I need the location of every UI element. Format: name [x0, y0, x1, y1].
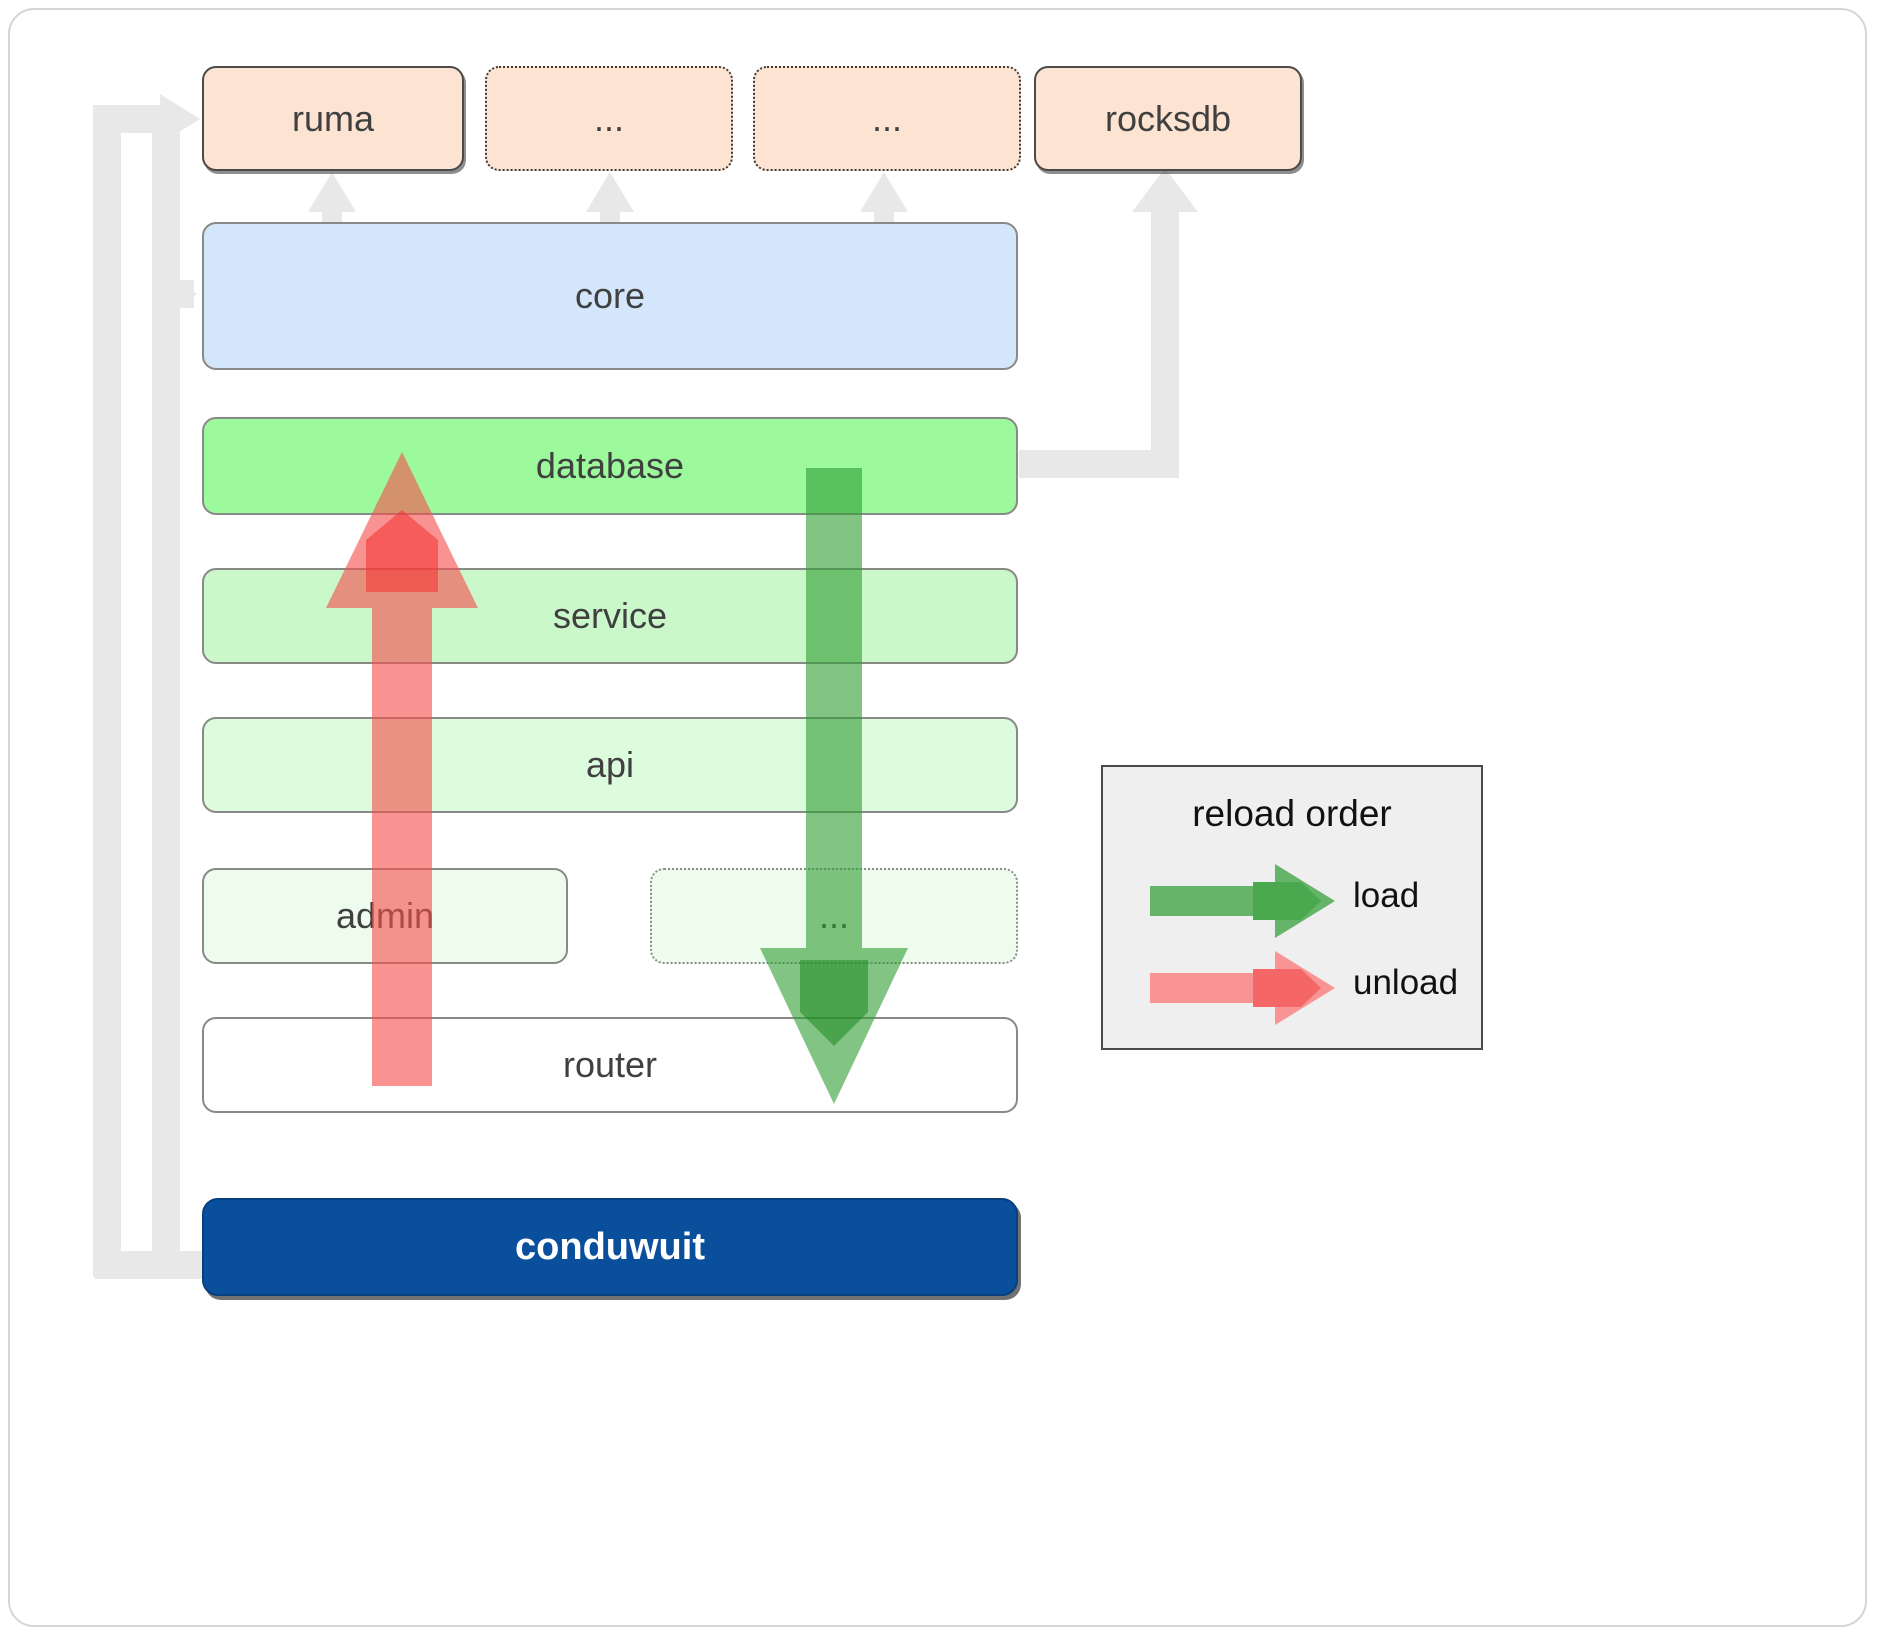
- legend-title: reload order: [1192, 793, 1392, 834]
- layer-box-api[interactable]: api: [202, 717, 1018, 813]
- layer-box-admin[interactable]: admin: [202, 868, 568, 964]
- legend-row-unload: unload: [1103, 949, 1485, 1027]
- layer-box-router[interactable]: router: [202, 1017, 1018, 1113]
- layer-label-api: api: [585, 744, 635, 785]
- legend-row-load: load: [1103, 862, 1485, 940]
- legend-load-arrow-icon: [1150, 864, 1335, 938]
- layer-label-router: router: [562, 1044, 658, 1085]
- dependency-label-rocksdb: rocksdb: [1104, 97, 1232, 139]
- dependency-box-rocksdb[interactable]: rocksdb: [1034, 66, 1302, 171]
- dependency-box-ellipsis-1[interactable]: ...: [485, 66, 733, 171]
- dependency-box-ruma[interactable]: ruma: [202, 66, 464, 171]
- layer-box-ellipsis[interactable]: ...: [650, 868, 1018, 964]
- layer-box-service[interactable]: service: [202, 568, 1018, 664]
- legend-unload-arrow-icon: [1150, 951, 1335, 1025]
- application-label-conduwuit: conduwuit: [515, 1225, 705, 1268]
- layer-label-ellipsis: ...: [818, 895, 849, 936]
- layer-box-database[interactable]: database: [202, 417, 1018, 515]
- dependency-label-ellipsis-1: ...: [593, 97, 624, 139]
- layer-label-core: core: [574, 275, 646, 316]
- legend-label-load: load: [1353, 876, 1420, 915]
- layer-label-service: service: [552, 595, 668, 636]
- layer-box-core[interactable]: core: [202, 222, 1018, 370]
- dependency-label-ruma: ruma: [291, 97, 375, 139]
- application-box-conduwuit[interactable]: conduwuit: [202, 1198, 1018, 1296]
- dependency-box-ellipsis-2[interactable]: ...: [753, 66, 1021, 171]
- legend-box: reload order load unload: [1101, 765, 1483, 1050]
- legend-label-unload: unload: [1353, 963, 1459, 1002]
- dependency-label-ellipsis-2: ...: [871, 97, 902, 139]
- layer-label-database: database: [535, 445, 685, 486]
- layer-label-admin: admin: [335, 895, 435, 936]
